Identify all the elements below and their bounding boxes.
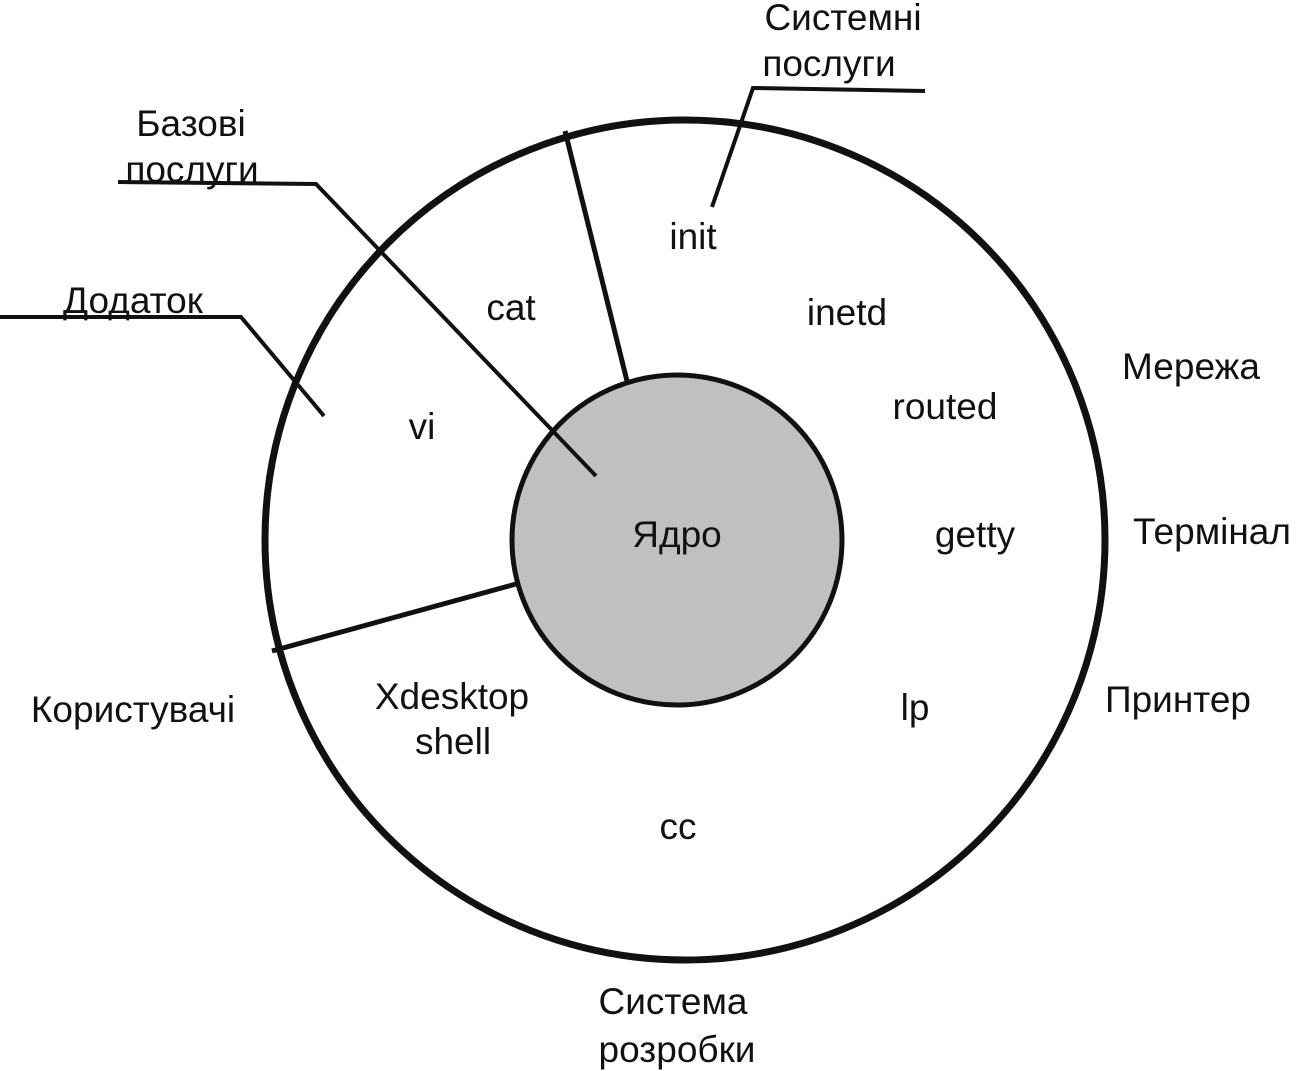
item-shell: shell [415, 721, 491, 762]
item-xdesktop: Xdesktop [375, 676, 529, 717]
item-cc: cc [660, 806, 697, 847]
label-terminal: Термінал [1133, 511, 1291, 552]
label-printer: Принтер [1105, 679, 1251, 720]
item-routed: routed [893, 386, 998, 427]
kernel-circle [509, 372, 845, 708]
divider-app-users [271, 581, 517, 654]
leader-application [0, 315, 326, 418]
label-base-services-line2: послуги [125, 149, 258, 190]
item-inetd: inetd [807, 292, 887, 333]
item-getty: getty [935, 514, 1016, 555]
label-network: Мережа [1122, 346, 1260, 387]
label-system-services-line2: послуги [762, 43, 895, 84]
label-system-services-line1: Системні [764, 0, 921, 38]
label-development-line1: Система [598, 981, 747, 1022]
kernel-label: Ядро [632, 514, 721, 555]
leader-base-services [117, 180, 598, 478]
item-cat: cat [486, 287, 536, 328]
item-init: init [669, 216, 717, 257]
item-lp: lp [901, 687, 930, 728]
label-application: Додаток [63, 280, 204, 321]
label-base-services-line1: Базові [136, 103, 245, 144]
label-development-line2: розробки [599, 1029, 756, 1070]
item-vi: vi [409, 406, 436, 447]
divider-system-base [562, 130, 630, 382]
leader-system-services [710, 85, 926, 208]
label-users: Користувачі [31, 689, 235, 730]
